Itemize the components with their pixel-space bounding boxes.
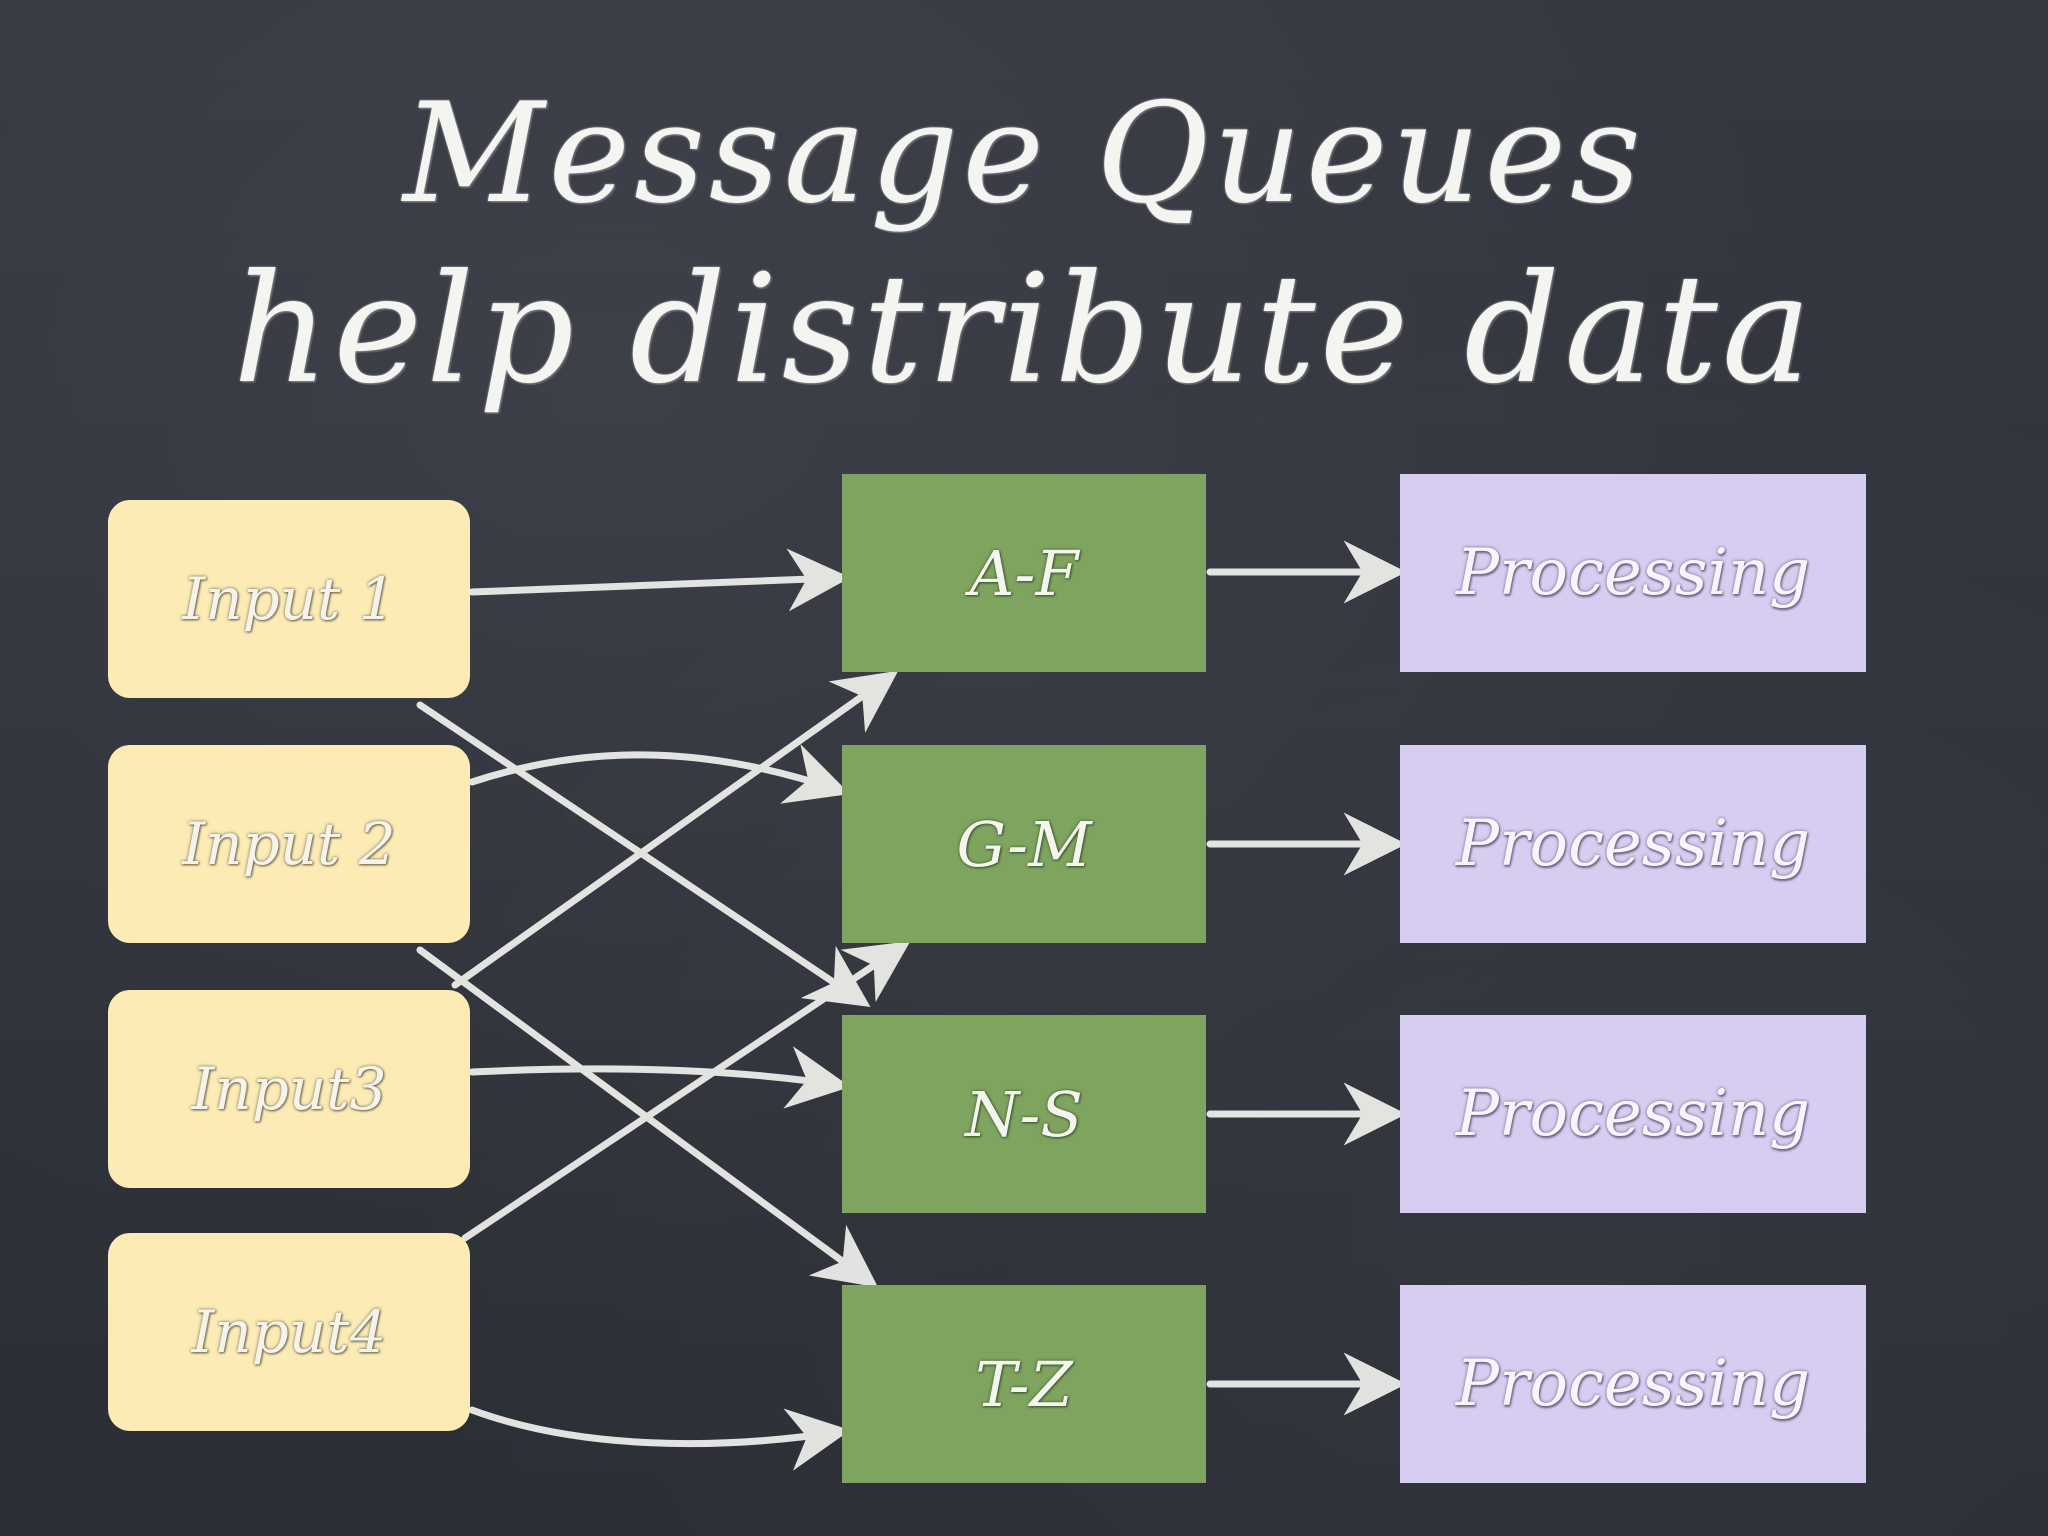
slide-subtitle: help distribute data [232, 243, 1816, 417]
queue-label: N-S [965, 1077, 1083, 1151]
queue-box-tz: T-Z [842, 1285, 1206, 1483]
input-box-3: Input3 [108, 990, 470, 1188]
processing-box-3: Processing [1400, 1015, 1866, 1213]
input-box-2: Input 2 [108, 745, 470, 943]
queue-box-af: A-F [842, 474, 1206, 672]
input-box-4: Input4 [108, 1233, 470, 1431]
queue-box-ns: N-S [842, 1015, 1206, 1213]
processing-box-4: Processing [1400, 1285, 1866, 1483]
input-label: Input 2 [182, 810, 396, 878]
processing-box-1: Processing [1400, 474, 1866, 672]
processing-label: Processing [1455, 807, 1811, 881]
processing-label: Processing [1455, 536, 1811, 610]
input-label: Input3 [191, 1055, 387, 1123]
input-box-1: Input 1 [108, 500, 470, 698]
queue-label: T-Z [975, 1347, 1073, 1421]
input-label: Input 1 [182, 565, 396, 633]
processing-label: Processing [1455, 1077, 1811, 1151]
processing-box-2: Processing [1400, 745, 1866, 943]
queue-label: A-F [969, 536, 1079, 610]
slide-title: Message Queues [403, 73, 1645, 234]
input-label: Input4 [191, 1298, 387, 1366]
queue-label: G-M [956, 807, 1092, 881]
queue-box-gm: G-M [842, 745, 1206, 943]
processing-label: Processing [1455, 1347, 1811, 1421]
